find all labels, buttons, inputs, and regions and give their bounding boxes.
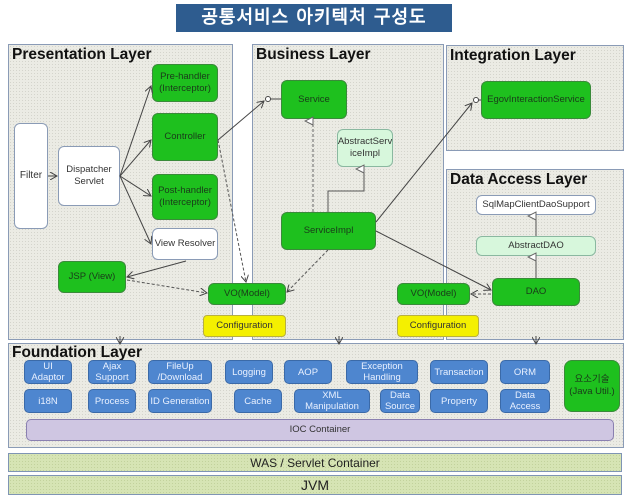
jvm-band: JVM (8, 475, 622, 495)
foundation-block: Data Access (500, 389, 550, 413)
foundation-block: XML Manipulation (294, 389, 370, 413)
view-resolver-node: View Resolver (152, 228, 218, 260)
foundation-layer-title: Foundation Layer (12, 344, 143, 361)
foundation-block: Process (88, 389, 136, 413)
configuration-node-right: Configuration (397, 315, 479, 337)
foundation-block: i18N (24, 389, 72, 413)
foundation-block: Transaction (430, 360, 488, 384)
data-access-layer-title: Data Access Layer (450, 171, 588, 188)
controller-node: Controller (152, 113, 218, 161)
foundation-block: Logging (225, 360, 273, 384)
foundation-block: ORM (500, 360, 550, 384)
foundation-block: Cache (234, 389, 282, 413)
foundation-block: FileUp /Download (148, 360, 212, 384)
sqlmap-client-dao-support-node: SqlMapClientDaoSupport (476, 195, 596, 215)
abstract-dao-node: AbstractDAO (476, 236, 596, 256)
foundation-block: Property (430, 389, 488, 413)
service-impl-node: ServiceImpl (281, 212, 376, 250)
filter-node: Filter (14, 123, 48, 229)
ioc-container: IOC Container (26, 419, 614, 441)
java-util-node: 요소기술 (Java Util.) (564, 360, 620, 412)
service-node: Service (281, 80, 347, 119)
dao-node: DAO (492, 278, 580, 306)
foundation-block: AOP (284, 360, 332, 384)
configuration-node-left: Configuration (203, 315, 286, 337)
diagram-title: 공통서비스 아키텍처 구성도 (176, 4, 452, 32)
vo-model-node-left: VO(Model) (208, 283, 286, 305)
foundation-block: Data Source (380, 389, 420, 413)
jsp-view-node: JSP (View) (58, 261, 126, 293)
foundation-block: ID Generation (148, 389, 212, 413)
presentation-layer-title: Presentation Layer (12, 46, 152, 63)
egov-interaction-service-node: EgovInteractionService (481, 81, 591, 119)
foundation-block: Ajax Support (88, 360, 136, 384)
abstract-service-impl-node: AbstractServ iceImpl (337, 129, 393, 167)
was-servlet-container-band: WAS / Servlet Container (8, 453, 622, 472)
vo-model-node-right: VO(Model) (397, 283, 470, 305)
dispatcher-servlet-node: Dispatcher Servlet (58, 146, 120, 206)
business-layer-title: Business Layer (256, 46, 371, 63)
foundation-block: UI Adaptor (24, 360, 72, 384)
integration-layer-title: Integration Layer (450, 47, 576, 64)
pre-handler-node: Pre-handler (Interceptor) (152, 64, 218, 102)
post-handler-node: Post-handler (Interceptor) (152, 174, 218, 220)
foundation-block: Exception Handling (346, 360, 418, 384)
